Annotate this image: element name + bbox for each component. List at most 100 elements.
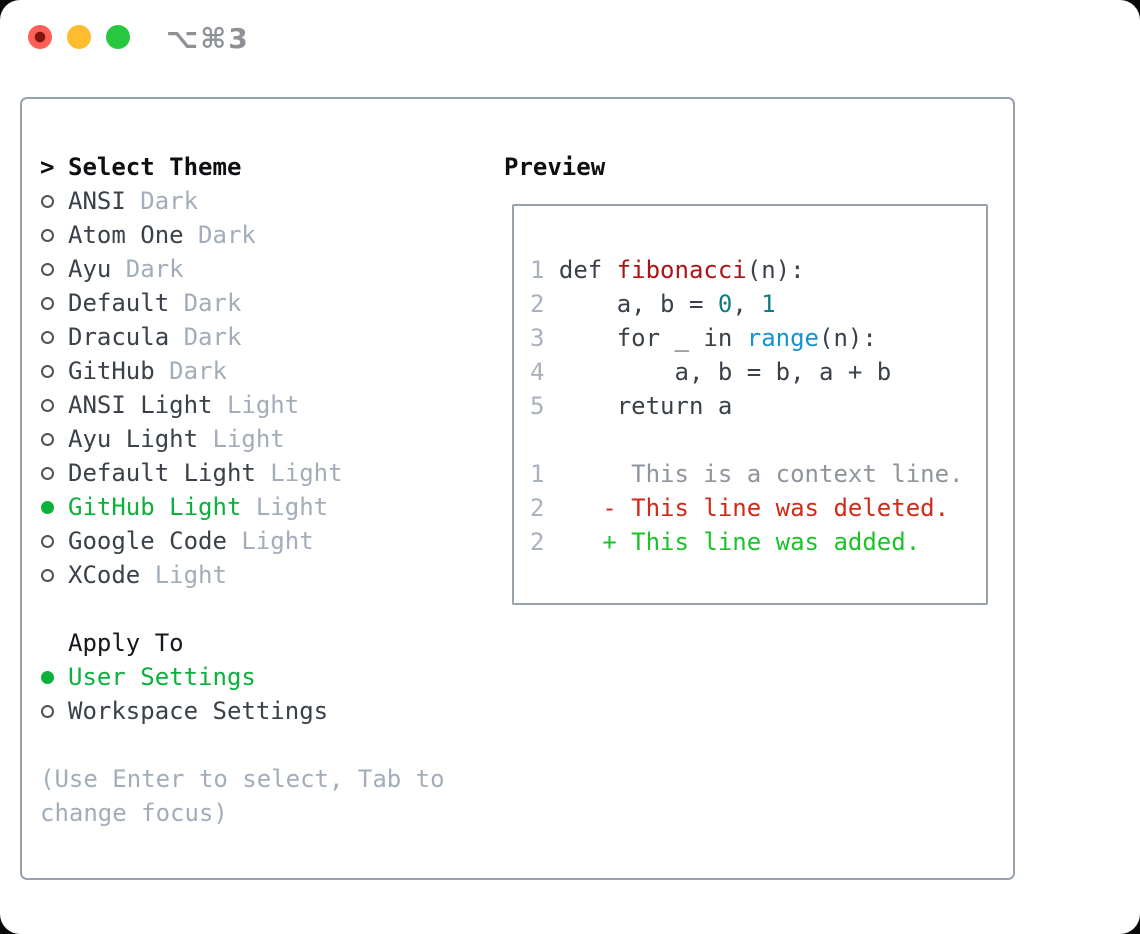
code-segment-context: This is a context line. <box>558 460 964 488</box>
radio-bullet <box>41 330 54 344</box>
code-segment-number: 1 <box>761 290 776 318</box>
maximize-button[interactable] <box>106 25 130 49</box>
radio-bullet <box>41 398 54 412</box>
code-line: 2 - This line was deleted. <box>530 491 986 525</box>
traffic-lights <box>28 25 130 49</box>
radio-bullet <box>41 296 54 310</box>
theme-item-atom-one[interactable]: Atom One Dark <box>40 218 480 252</box>
radio-unselected-icon <box>40 194 68 208</box>
focus-chevron-icon: > <box>40 153 68 181</box>
radio-unselected-icon <box>40 296 68 310</box>
radio-bullet <box>41 262 54 276</box>
theme-item-xcode[interactable]: XCode Light <box>40 558 480 592</box>
theme-item-name: ANSI Light <box>68 391 213 419</box>
theme-item-ansi[interactable]: ANSI Dark <box>40 184 480 218</box>
code-line: 2 + This line was added. <box>530 525 986 559</box>
radio-unselected-icon <box>40 568 68 582</box>
apply-option-name: Workspace Settings <box>68 697 329 725</box>
radio-unselected-icon <box>40 398 68 412</box>
theme-item-variant: Dark <box>125 187 199 215</box>
theme-item-ayu-light[interactable]: Ayu Light Light <box>40 422 480 456</box>
apply-option-workspace-settings[interactable]: Workspace Settings <box>40 694 480 728</box>
preview-title: Preview <box>504 153 606 181</box>
radio-unselected-icon <box>40 262 68 276</box>
apply-to-header: Apply To <box>40 626 480 660</box>
code-segment-plain: return a <box>558 392 733 420</box>
theme-item-google-code[interactable]: Google Code Light <box>40 524 480 558</box>
theme-item-variant: Dark <box>154 357 227 385</box>
code-segment-builtin: range <box>746 324 819 352</box>
radio-selected-icon <box>40 500 68 514</box>
theme-item-default-light[interactable]: Default Light Light <box>40 456 480 490</box>
radio-bullet <box>41 364 54 378</box>
theme-item-name: Default <box>68 289 170 317</box>
code-line: 4 a, b = b, a + b <box>530 355 986 389</box>
theme-item-name: GitHub <box>68 357 155 385</box>
line-number: 1 <box>530 460 559 488</box>
theme-item-variant: Light <box>241 493 329 521</box>
theme-item-variant: Dark <box>169 289 242 317</box>
code-segment-plain: (n): <box>746 256 805 284</box>
theme-item-name: Default Light <box>68 459 256 487</box>
theme-item-github[interactable]: GitHub Dark <box>40 354 480 388</box>
radio-bullet <box>41 432 54 446</box>
theme-item-dracula[interactable]: Dracula Dark <box>40 320 480 354</box>
radio-unselected-icon <box>40 466 68 480</box>
keyboard-hint-line: change focus) <box>40 796 480 830</box>
theme-item-ayu[interactable]: Ayu Dark <box>40 252 480 286</box>
radio-unselected-icon <box>40 534 68 548</box>
close-button[interactable] <box>28 25 52 49</box>
code-line: 1 This is a context line. <box>530 457 986 491</box>
line-number: 1 <box>530 256 559 284</box>
code-segment-plain: a, b = <box>558 290 718 318</box>
chevron-glyph: > <box>40 153 55 181</box>
radio-bullet <box>41 670 54 684</box>
radio-bullet <box>41 534 54 548</box>
theme-item-default[interactable]: Default Dark <box>40 286 480 320</box>
theme-item-name: Dracula <box>68 323 170 351</box>
radio-unselected-icon <box>40 432 68 446</box>
code-line: 1 def fibonacci(n): <box>530 253 986 287</box>
keyboard-hint-line: (Use Enter to select, Tab to <box>40 762 480 796</box>
theme-item-variant: Light <box>140 561 227 589</box>
window-title: ⌥⌘3 <box>166 22 250 55</box>
radio-selected-icon <box>40 670 68 684</box>
hint-text: (Use Enter to select, Tab to <box>40 765 445 793</box>
theme-item-name: XCode <box>68 561 141 589</box>
apply-option-user-settings[interactable]: User Settings <box>40 660 480 694</box>
theme-item-github-light[interactable]: GitHub Light Light <box>40 490 480 524</box>
theme-item-name: Atom One <box>68 221 184 249</box>
code-segment-plain: def <box>558 256 617 284</box>
theme-item-name: Ayu <box>68 255 112 283</box>
code-segment-plain: , <box>732 290 762 318</box>
theme-item-name: Ayu Light <box>68 425 199 453</box>
radio-unselected-icon <box>40 364 68 378</box>
theme-list-title: Select Theme <box>68 153 242 181</box>
code-segment-plain: for _ in <box>558 324 747 352</box>
theme-item-ansi-light[interactable]: ANSI Light Light <box>40 388 480 422</box>
spacer <box>40 728 480 762</box>
theme-list-header: > Select Theme <box>40 150 480 184</box>
radio-bullet <box>41 466 54 480</box>
code-segment-plain: a, b = b, a + b <box>558 358 892 386</box>
radio-bullet <box>41 704 54 718</box>
radio-bullet <box>41 568 54 582</box>
theme-item-variant: Light <box>198 425 285 453</box>
code-line: 5 return a <box>530 389 986 423</box>
apply-to-title: Apply To <box>68 629 184 657</box>
line-number: 2 <box>530 290 559 318</box>
radio-bullet <box>41 194 54 208</box>
line-number: 3 <box>530 324 559 352</box>
minimize-button[interactable] <box>67 25 91 49</box>
code-line: 2 a, b = 0, 1 <box>530 287 986 321</box>
code-segment-function: fibonacci <box>616 256 747 284</box>
theme-item-name: ANSI <box>68 187 126 215</box>
theme-item-variant: Dark <box>183 221 256 249</box>
theme-item-name: Google Code <box>68 527 227 555</box>
spacer <box>40 592 480 626</box>
titlebar: ⌥⌘3 <box>0 0 1140 76</box>
radio-unselected-icon <box>40 704 68 718</box>
